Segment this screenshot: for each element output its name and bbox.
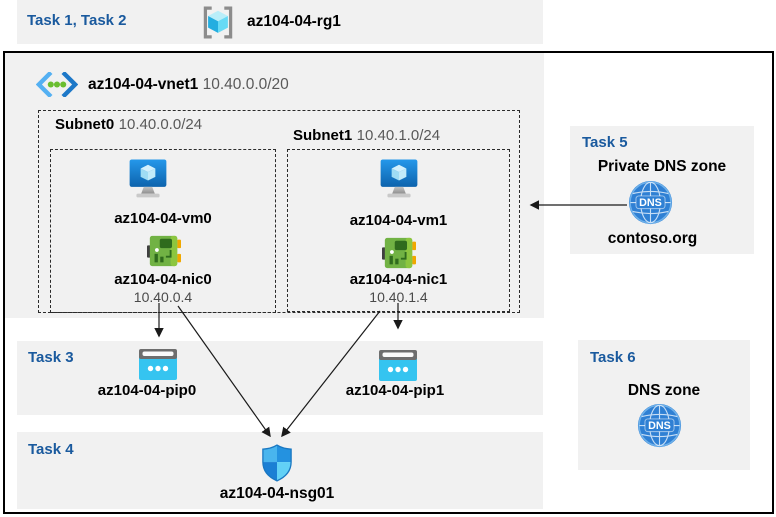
private-dns-icon-text: DNS <box>639 197 662 209</box>
vnet-title: az104-04-vnet1 10.40.0.0/20 <box>88 76 289 94</box>
pip0-name: az104-04-pip0 <box>97 382 197 399</box>
vm0-icon <box>129 159 167 201</box>
vnet-name: az104-04-vnet1 <box>88 76 199 93</box>
nic0-icon <box>147 234 181 268</box>
subnet1-name: Subnet1 <box>293 127 353 144</box>
vm0-name: az104-04-vm0 <box>114 210 212 227</box>
pip1-name: az104-04-pip1 <box>345 382 445 399</box>
task1-2-band: Task 1, Task 2 az104-04-rg1 <box>17 0 543 44</box>
vm1-name: az104-04-vm1 <box>349 212 448 229</box>
subnet0-name: Subnet0 <box>55 116 115 133</box>
task5-label: Task 5 <box>582 134 628 151</box>
private-dns-zone-name: contoso.org <box>607 230 698 247</box>
subnet0-title: Subnet0 10.40.0.0/24 <box>55 116 202 134</box>
pip0-icon <box>139 349 177 380</box>
subnet1-cidr: 10.40.1.0/24 <box>356 127 441 144</box>
task3-band: Task 3 az104-04-pip0 az104-04-pip1 <box>17 341 543 415</box>
nsg-shield-icon <box>261 444 293 482</box>
subnet1-title: Subnet1 10.40.1.0/24 <box>293 127 440 145</box>
resource-group-icon <box>200 4 236 41</box>
nic1-name: az104-04-nic1 <box>349 271 448 288</box>
nic0-name: az104-04-nic0 <box>114 271 212 288</box>
nic1-icon <box>382 236 416 270</box>
nic0-ip: 10.40.0.4 <box>133 289 193 305</box>
task5-box: Task 5 Private DNS zone DNS contoso.org <box>570 126 754 254</box>
pip1-icon <box>379 350 417 381</box>
subnets-boundary <box>38 110 520 313</box>
nsg-name: az104-04-nsg01 <box>219 485 335 502</box>
private-dns-icon: DNS <box>628 180 673 225</box>
resource-group-name: az104-04-rg1 <box>247 13 341 30</box>
vm1-icon <box>380 159 418 201</box>
vnet-container: az104-04-vnet1 10.40.0.0/20 Subnet0 10.4… <box>5 53 544 318</box>
task4-label: Task 4 <box>28 441 74 458</box>
dns-zone-icon: DNS <box>637 403 682 448</box>
subnet0-box: az104-04-vm0 az104-04-nic0 10.40.0.4 <box>50 149 276 313</box>
private-dns-zone-title: Private DNS zone <box>597 158 727 175</box>
subnet1-box: az104-04-vm1 az104-04-nic1 10.40.1.4 <box>287 149 510 312</box>
task1-2-label: Task 1, Task 2 <box>27 12 127 29</box>
dns-zone-icon-text: DNS <box>648 420 671 432</box>
dns-zone-title: DNS zone <box>627 382 701 399</box>
task4-band: Task 4 az104-04-nsg01 <box>17 432 543 509</box>
nic1-ip: 10.40.1.4 <box>369 289 428 305</box>
task6-box: Task 6 DNS zone DNS <box>578 340 750 470</box>
subnet0-cidr: 10.40.0.0/24 <box>118 116 203 133</box>
task6-label: Task 6 <box>590 349 636 366</box>
virtual-network-icon <box>35 70 79 99</box>
task3-label: Task 3 <box>28 349 74 366</box>
vnet-cidr: 10.40.0.0/20 <box>202 76 289 93</box>
